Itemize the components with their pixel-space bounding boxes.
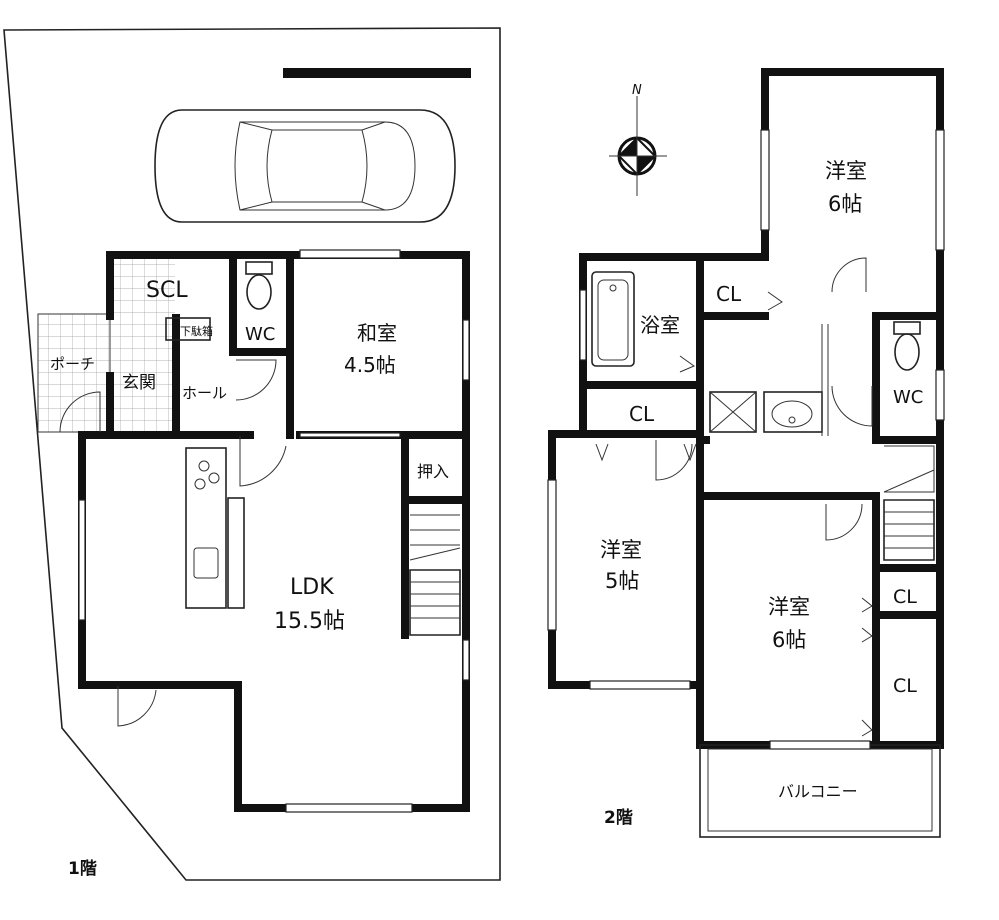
toilet-icon: [245, 261, 273, 310]
genkan-tiles: [110, 258, 175, 434]
washroom-fixtures: [709, 324, 829, 436]
floor-1: [3, 27, 501, 881]
label-genkan: 玄関: [122, 373, 156, 393]
stairs-floor1: [409, 514, 461, 636]
label-bath: 浴室: [640, 313, 680, 337]
street-marker: [283, 68, 471, 78]
label-scl: SCL: [146, 278, 188, 303]
floor1-walls: [78, 251, 470, 812]
compass-north-label: N: [632, 83, 642, 98]
label-wc-1f: WC: [245, 324, 275, 345]
kitchen-counter: [185, 447, 245, 609]
label-ldk-size: 15.5帖: [274, 609, 345, 634]
label-ldk: LDK: [290, 575, 334, 600]
wc-2f-door: [831, 385, 873, 427]
label-cl-top: CL: [716, 282, 742, 306]
label-oshiire: 押入: [417, 462, 449, 481]
car-icon: [154, 109, 456, 223]
label-bedroom-w: 洋室: [600, 538, 642, 562]
bathtub-icon: [591, 271, 635, 367]
ldk-door: [239, 436, 287, 487]
label-bedroom-ne: 洋室: [825, 159, 867, 183]
label-cl-right-lower: CL: [893, 675, 917, 697]
compass-icon: [609, 96, 667, 196]
label-porch: ポーチ: [50, 355, 95, 373]
label-balcony: バルコニー: [778, 782, 858, 801]
label-cl-right-upper: CL: [893, 586, 917, 608]
label-cl-mid: CL: [629, 402, 655, 426]
label-washitsu-size: 4.5帖: [344, 353, 396, 377]
label-getabako: 下駄箱: [180, 324, 213, 338]
stairs-floor2: [883, 445, 935, 561]
getabako-box: [165, 317, 211, 341]
label-bedroom-s: 洋室: [768, 595, 810, 619]
ldk-side-door: [117, 686, 157, 727]
hall-door: [235, 359, 277, 401]
floor-2: [547, 68, 945, 838]
entry-door: [59, 391, 101, 433]
lot-boundary: [3, 27, 501, 881]
label-bedroom-s-size: 6帖: [772, 628, 806, 652]
bedroom-ne-door: [831, 257, 867, 293]
label-washitsu: 和室: [357, 321, 397, 345]
label-hall: ホール: [182, 384, 227, 402]
floor1-label: 1階: [68, 859, 97, 879]
porch-tiles: [37, 313, 111, 433]
floor2-interior-walls: [579, 253, 944, 749]
floor2-walls: [548, 68, 944, 749]
floor2-label: 2階: [604, 808, 633, 828]
label-bedroom-ne-size: 6帖: [828, 192, 862, 216]
toilet-icon-2f: [893, 321, 921, 371]
label-bedroom-w-size: 5帖: [605, 569, 639, 593]
bedroom-s-door: [825, 503, 863, 541]
bedroom-w-door: [655, 440, 693, 481]
label-wc-2f: WC: [893, 387, 923, 408]
